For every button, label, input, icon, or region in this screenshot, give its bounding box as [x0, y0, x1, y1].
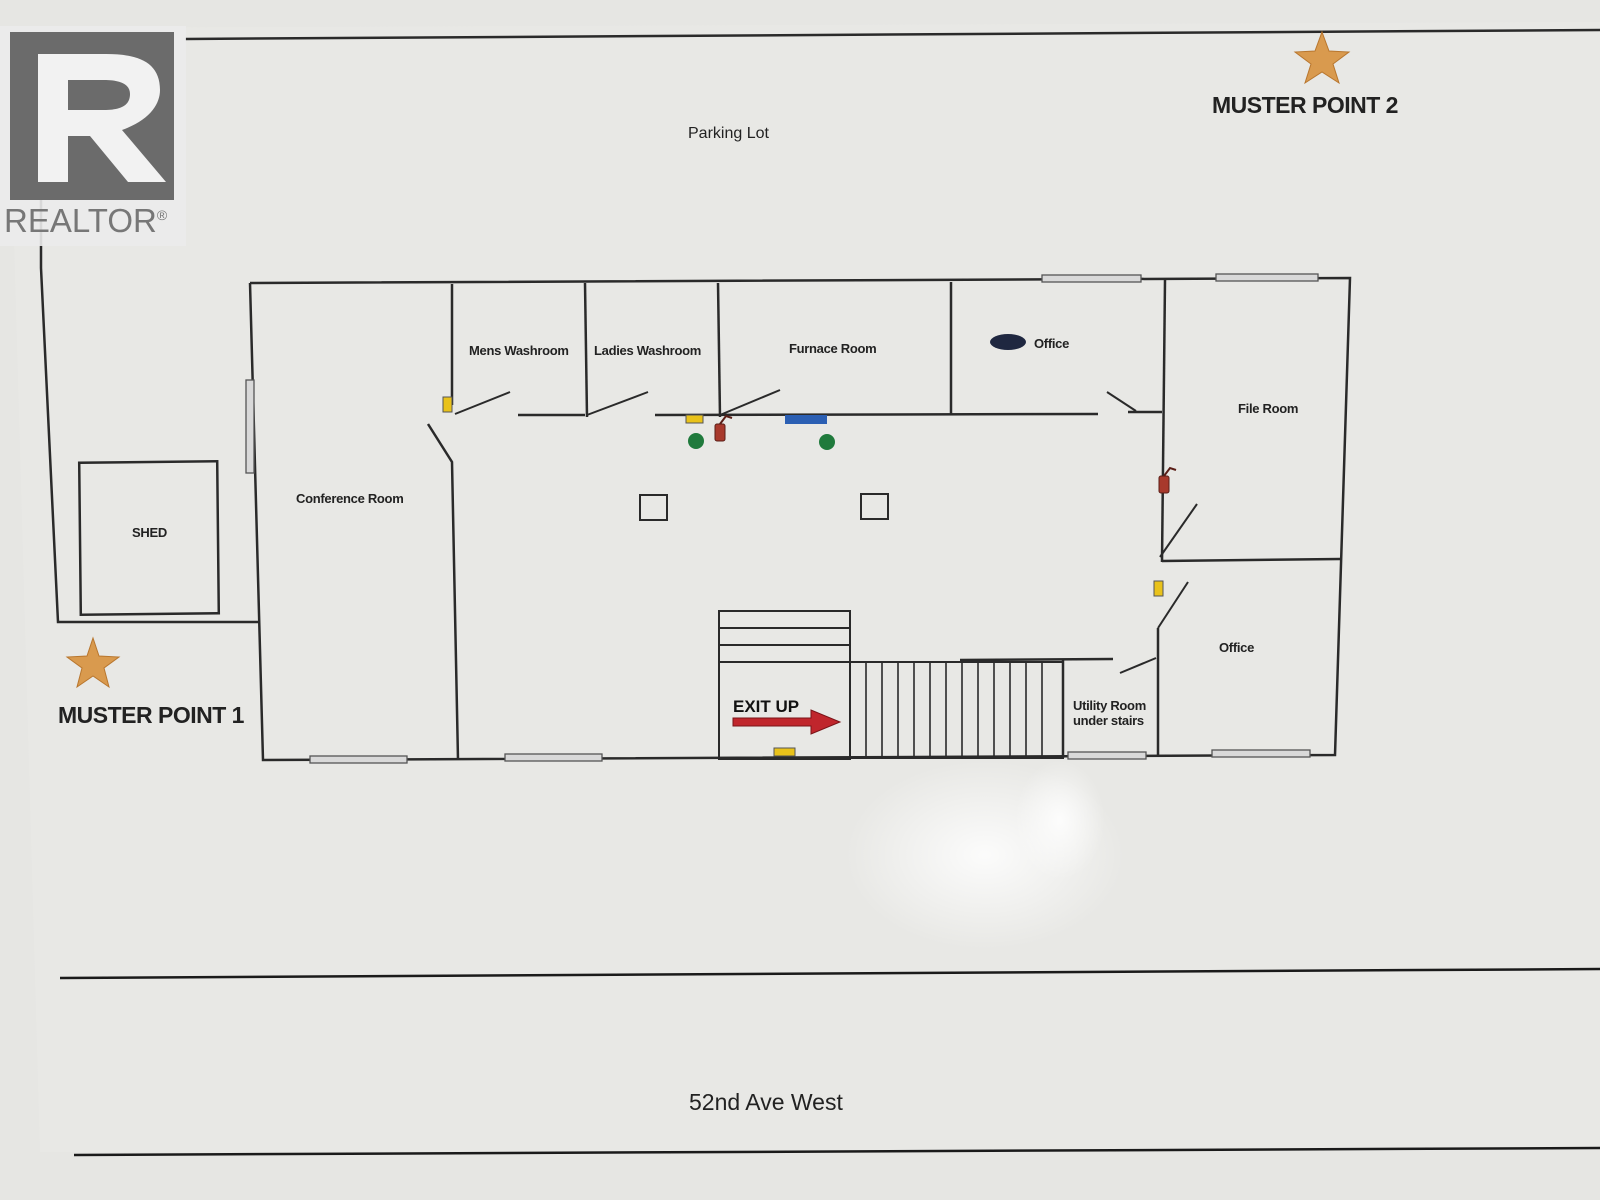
pillars: [639, 493, 889, 521]
ladies-washroom-label: Ladies Washroom: [594, 343, 701, 358]
shed-label: SHED: [132, 525, 167, 540]
street-lines: [59, 967, 1600, 1157]
building-walls: [248, 276, 1352, 762]
star-icon: [1293, 30, 1351, 85]
file-room-label: File Room: [1238, 401, 1298, 416]
paper-sheet: [8, 22, 1600, 1152]
realtor-logo-icon: REALTOR®: [0, 26, 186, 246]
realtor-wordmark-text: REALTOR: [4, 202, 157, 239]
parking-lot-label: Parking Lot: [688, 125, 769, 142]
windows: [245, 273, 1319, 764]
utility-room-label-line2: under stairs: [1073, 713, 1144, 728]
green-marker: [819, 434, 835, 450]
fire-extinguisher-icon: [1158, 466, 1177, 494]
fire-extinguisher-icon: [714, 414, 733, 442]
shed-outline: [77, 460, 221, 616]
realtor-logo-mark: [10, 32, 174, 200]
street-label: 52nd Ave West: [689, 1089, 843, 1115]
blue-marker: [785, 415, 827, 424]
conference-room-label: Conference Room: [296, 491, 403, 506]
registered-mark: ®: [156, 207, 168, 223]
yellow-marker: [442, 396, 453, 413]
muster-point-2-label: MUSTER POINT 2: [1212, 92, 1398, 118]
office-right-label: Office: [1219, 640, 1254, 655]
exit-up-label: EXIT UP: [733, 697, 799, 716]
yellow-marker: [1153, 580, 1164, 597]
office-top-label: Office: [1034, 336, 1069, 351]
realtor-wordmark: REALTOR®: [4, 202, 167, 240]
furnace-room-label: Furnace Room: [789, 341, 876, 356]
exit-arrow-icon: [732, 709, 842, 735]
utility-room-label-line1: Utility Room: [1073, 698, 1146, 713]
glare: [1015, 760, 1105, 880]
green-marker: [688, 433, 704, 449]
doors: [454, 389, 1198, 674]
muster-point-1-label: MUSTER POINT 1: [58, 702, 245, 728]
yellow-marker: [773, 747, 796, 757]
dark-blue-marker: [990, 334, 1026, 350]
yellow-marker: [685, 414, 704, 424]
star-icon: [65, 636, 121, 689]
safety-markers: [442, 334, 1177, 757]
stairs: [718, 610, 1064, 760]
mens-washroom-label: Mens Washroom: [469, 343, 569, 358]
